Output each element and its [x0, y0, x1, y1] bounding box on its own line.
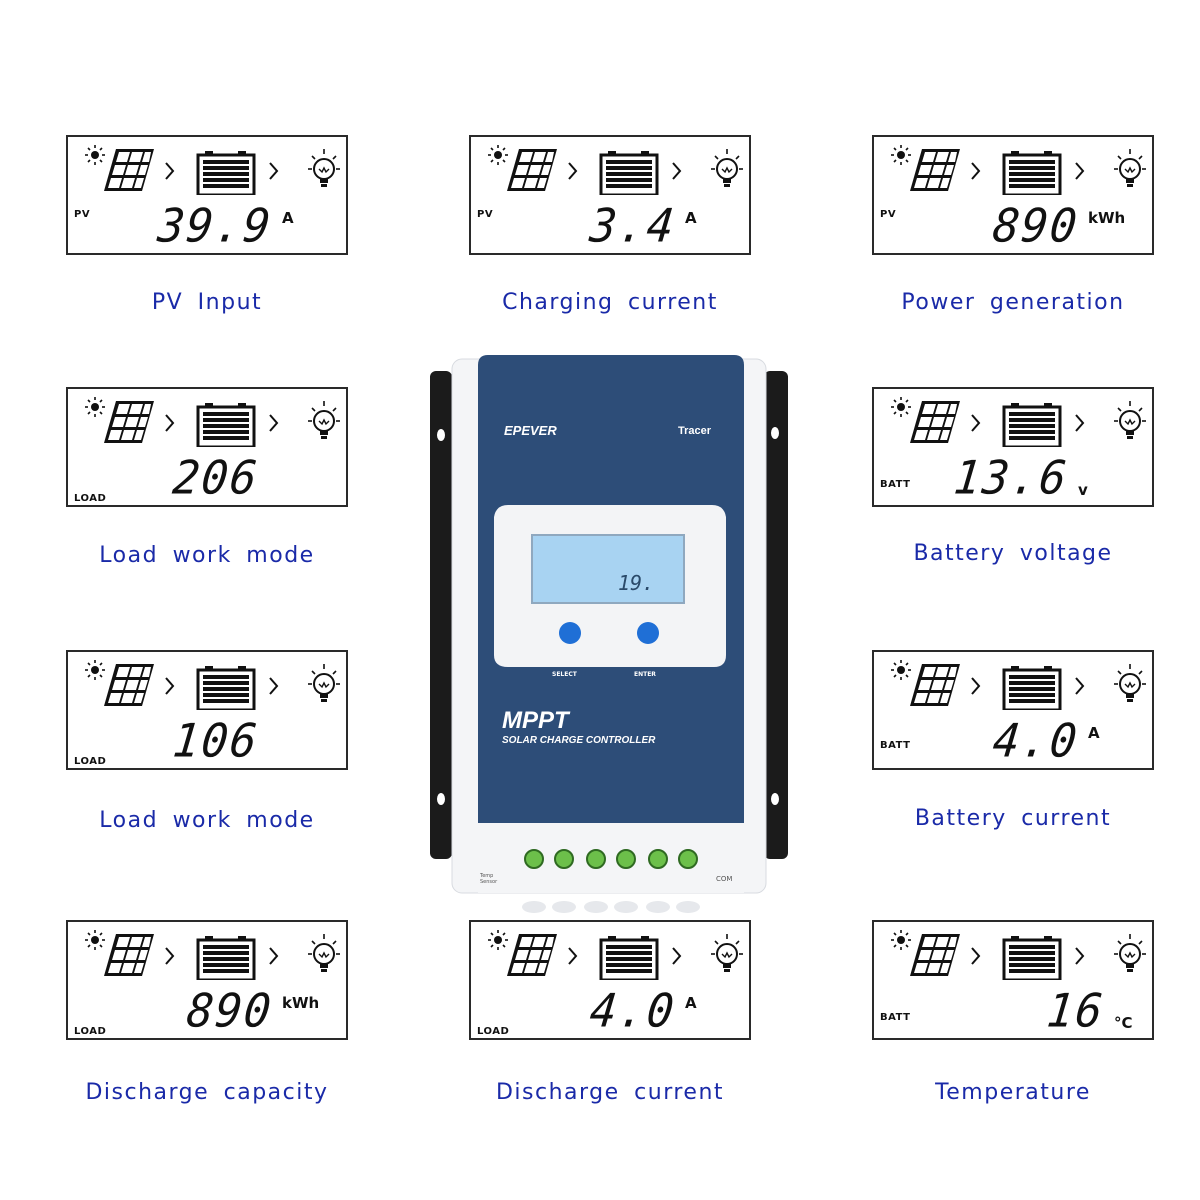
reading-unit: A [685, 994, 697, 1012]
reading-value: 16 [1044, 984, 1107, 1039]
mode-indicator: BATT [880, 1012, 911, 1023]
model-label: Tracer [678, 425, 712, 437]
status-icons [83, 397, 342, 447]
enter-label: ENTER [634, 671, 656, 678]
status-icons [889, 930, 1148, 980]
brand-logo: EPEVER [504, 423, 557, 438]
lcd-panel: BATT 4.0 A [872, 650, 1154, 770]
panel-caption: Battery voltage [913, 541, 1113, 566]
panel-caption: Load work mode [99, 808, 315, 833]
reading-unit: A [1088, 724, 1100, 742]
status-icons [889, 660, 1148, 710]
lcd-panel: LOAD 890 kWh [66, 920, 348, 1040]
panel-caption: Discharge current [495, 1080, 725, 1105]
reading-unit: A [685, 209, 697, 227]
reading-value: 890 [183, 984, 275, 1039]
lcd-panel: LOAD 4.0 A [469, 920, 751, 1040]
charge-controller-device: EPEVER Tracer 19. SELECT ENTER MPPT SOLA… [428, 355, 790, 915]
device-title: MPPT [502, 707, 569, 734]
reading-value: 4.0 [989, 714, 1081, 769]
reading-value: 106 [169, 714, 261, 769]
device-subtitle: SOLAR CHARGE CONTROLLER [502, 735, 656, 746]
panel-caption: Discharge capacity [85, 1080, 329, 1105]
select-button[interactable] [559, 622, 581, 644]
reading-value: 890 [989, 199, 1081, 254]
reading-value: 3.4 [586, 199, 678, 254]
select-label: SELECT [552, 671, 577, 678]
lcd-panel: LOAD 106 [66, 650, 348, 770]
mode-indicator: PV [880, 209, 897, 220]
panel-caption: Charging current [502, 290, 718, 315]
lcd-panel: PV 3.4 A [469, 135, 751, 255]
lcd-panel: BATT 16 °C [872, 920, 1154, 1040]
panel-caption: Battery current [914, 806, 1112, 831]
reading-value: 13.6 [951, 451, 1071, 506]
panel-caption: Temperature [935, 1080, 1091, 1105]
status-icons [83, 930, 342, 980]
mode-indicator: BATT [880, 479, 911, 490]
status-icons [486, 930, 745, 980]
mode-indicator: LOAD [477, 1026, 510, 1037]
reading-unit: kWh [1088, 209, 1126, 227]
reading-value: 206 [169, 451, 261, 506]
reading-value: 39.9 [155, 199, 275, 254]
lcd-panel: PV 39.9 A [66, 135, 348, 255]
status-icons [83, 145, 342, 195]
panel-caption: Power generation [901, 290, 1125, 315]
panel-caption: PV Input [151, 290, 263, 315]
mode-indicator: BATT [880, 740, 911, 751]
lcd-panel: LOAD 206 [66, 387, 348, 507]
panel-caption: Load work mode [99, 543, 315, 568]
status-icons [83, 660, 342, 710]
status-icons [889, 397, 1148, 447]
lcd-panel: BATT 13.6 v [872, 387, 1154, 507]
com-label: COM [716, 875, 733, 883]
mode-indicator: LOAD [74, 1026, 107, 1037]
status-icons [486, 145, 745, 195]
reading-value: 4.0 [586, 984, 678, 1039]
reading-unit: °C [1114, 1014, 1133, 1032]
reading-unit: v [1078, 481, 1088, 499]
mode-indicator: LOAD [74, 493, 107, 504]
lcd-panel: PV 890 kWh [872, 135, 1154, 255]
reading-unit: kWh [282, 994, 320, 1012]
status-icons [889, 145, 1148, 195]
mode-indicator: PV [74, 209, 91, 220]
temp-sensor-label: Temp Sensor [480, 873, 498, 885]
reading-unit: A [282, 209, 294, 227]
device-screen-value: 19. [618, 571, 655, 595]
mode-indicator: LOAD [74, 756, 107, 767]
mode-indicator: PV [477, 209, 494, 220]
enter-button[interactable] [637, 622, 659, 644]
